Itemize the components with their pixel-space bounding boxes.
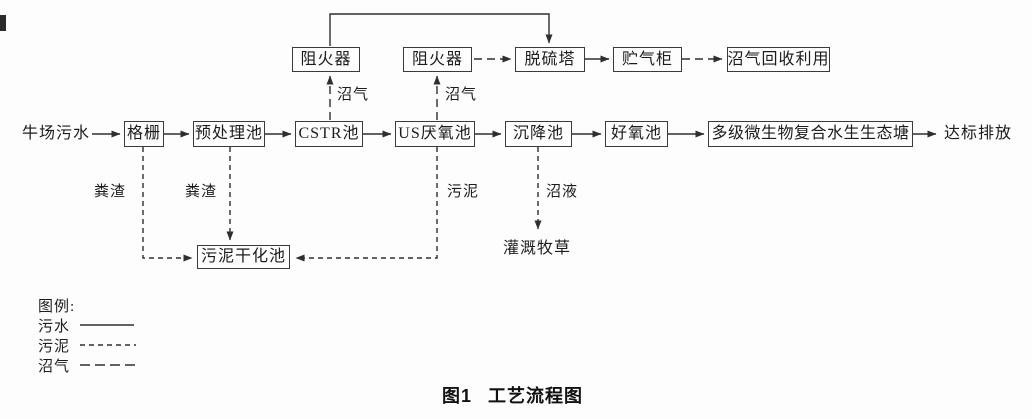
edge-us-anaerobic-to-sludge-drying bbox=[295, 147, 438, 262]
label-source: 牛场污水 bbox=[22, 125, 91, 142]
node-us-anaerobic: US厌氧池 bbox=[395, 121, 475, 147]
node-biogas-recovery: 沼气回收利用 bbox=[727, 47, 830, 72]
node-grid: 格栅 bbox=[124, 121, 164, 147]
legend-line-solid bbox=[80, 324, 135, 326]
legend-item-biogas-label: 沼气 bbox=[38, 358, 71, 375]
edge-grid-to-sludge-drying bbox=[142, 147, 193, 262]
node-eco-pond-label: 多级微生物复合水生生态塘 bbox=[711, 125, 910, 142]
legend-line-dashed-long bbox=[80, 364, 137, 366]
legend: 图例: 污水 污泥 沼气 bbox=[38, 295, 137, 375]
node-cstr: CSTR池 bbox=[295, 121, 363, 147]
figure-caption-title: 工艺流程图 bbox=[488, 386, 584, 406]
label-discharge: 达标排放 bbox=[944, 125, 1013, 142]
node-sludge-drying: 污泥干化池 bbox=[197, 245, 290, 269]
node-aerobic: 好氧池 bbox=[605, 121, 668, 147]
node-biogas-recovery-label: 沼气回收利用 bbox=[727, 50, 830, 68]
edge-label-biogas-2: 沼气 bbox=[445, 87, 478, 103]
node-flame-arrester-2: 阻火器 bbox=[403, 47, 472, 72]
node-settling-label: 沉降池 bbox=[512, 125, 564, 142]
scan-artifact bbox=[0, 15, 6, 31]
edge-label-sludge: 污泥 bbox=[447, 184, 480, 200]
legend-item-sludge-label: 污泥 bbox=[38, 338, 71, 355]
edge-label-biogas-1: 沼气 bbox=[337, 87, 370, 103]
figure-caption: 图1 工艺流程图 bbox=[442, 382, 583, 408]
edge-flame-arrester-1-to-desulfurization bbox=[329, 13, 553, 46]
node-cstr-label: CSTR池 bbox=[298, 125, 360, 142]
node-gas-holder-label: 贮气柜 bbox=[621, 50, 673, 68]
node-flame-arrester-2-label: 阻火器 bbox=[411, 50, 463, 68]
legend-line-dashed-short bbox=[80, 344, 137, 346]
edge-label-manure-2: 粪渣 bbox=[185, 184, 218, 200]
node-us-anaerobic-label: US厌氧池 bbox=[398, 125, 472, 142]
node-eco-pond: 多级微生物复合水生生态塘 bbox=[708, 121, 913, 147]
node-flame-arrester-1-label: 阻火器 bbox=[300, 50, 352, 68]
legend-title: 图例: bbox=[38, 298, 76, 315]
legend-item-biogas: 沼气 bbox=[38, 355, 137, 375]
legend-item-wastewater: 污水 bbox=[38, 315, 136, 335]
legend-item-sludge: 污泥 bbox=[38, 335, 137, 355]
node-grid-label: 格栅 bbox=[126, 125, 161, 142]
node-settling: 沉降池 bbox=[505, 121, 572, 147]
label-irrigation: 灌溉牧草 bbox=[503, 240, 572, 257]
edge-label-slurry: 沼液 bbox=[546, 184, 579, 200]
node-gas-holder: 贮气柜 bbox=[613, 47, 682, 72]
node-pretreatment-label: 预处理池 bbox=[194, 125, 263, 142]
node-desulfurization-tower-label: 脱硫塔 bbox=[524, 50, 576, 68]
node-desulfurization-tower: 脱硫塔 bbox=[515, 47, 585, 72]
figure-caption-number: 图1 bbox=[442, 386, 473, 406]
node-flame-arrester-1: 阻火器 bbox=[292, 47, 360, 72]
node-pretreatment: 预处理池 bbox=[193, 121, 265, 147]
edge-label-manure-1: 粪渣 bbox=[94, 184, 127, 200]
legend-item-wastewater-label: 污水 bbox=[38, 318, 71, 335]
node-sludge-drying-label: 污泥干化池 bbox=[200, 248, 286, 265]
node-aerobic-label: 好氧池 bbox=[610, 125, 662, 142]
